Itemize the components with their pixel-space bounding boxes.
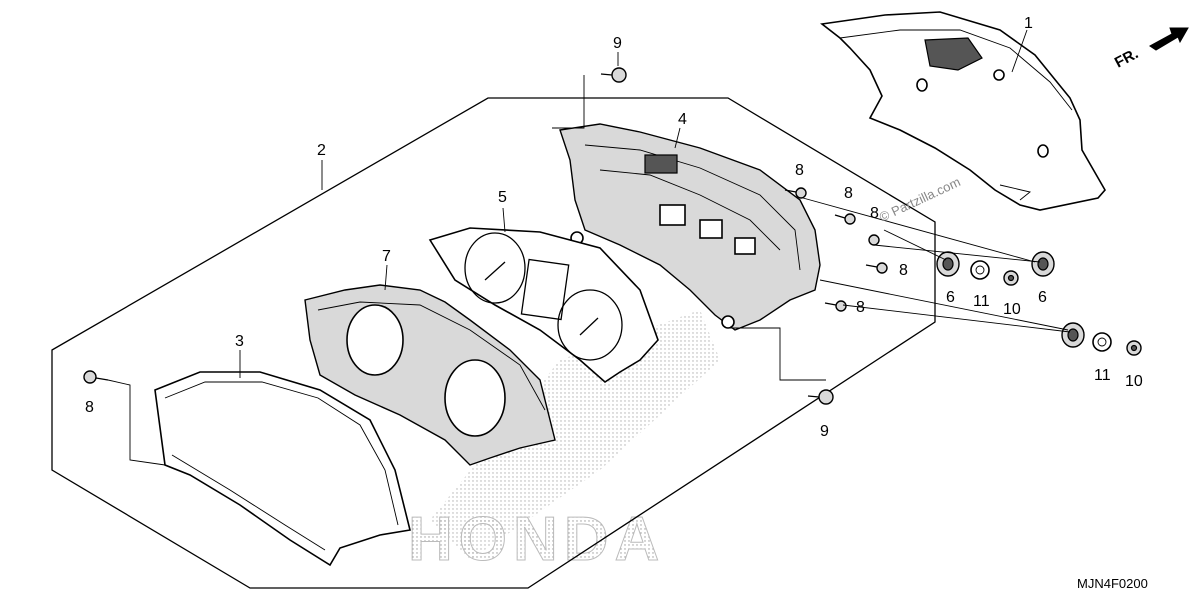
meter-frame-part [304,284,556,466]
assembly-outline [51,97,936,589]
brand-mark: HONDA [408,505,665,574]
callout-6: 6 [1038,289,1047,306]
front-direction-label: FR. [1112,45,1141,71]
front-direction-marker: FR. [1112,27,1189,72]
callout-10: 10 [1003,301,1021,318]
upper-cover-part [820,11,1106,211]
callout-3: 3 [235,333,244,350]
screw-part [1126,340,1142,356]
bolt-part [834,213,856,225]
callout-11: 11 [973,293,990,310]
bolt-part [868,234,880,246]
bolt-part [824,300,847,312]
callout-4: 4 [678,111,687,128]
callout-1: 1 [1024,15,1033,32]
watermark-text: © Partzilla.com [877,174,963,225]
callout-11: 11 [1094,367,1111,384]
grommet-part [936,251,960,277]
callout-5: 5 [498,189,507,206]
bolt-part [807,389,834,405]
meter-face-part [428,227,659,384]
screw-part [1003,270,1019,286]
callout-2: 2 [317,142,326,159]
instrument-case-part [559,123,821,331]
bolt-part [83,370,109,384]
collar-part [970,260,990,280]
callout-8: 8 [795,162,804,179]
mount-hole-icon [993,69,1005,81]
bolt-part [865,262,888,274]
mount-hole-icon [916,78,928,92]
callout-6: 6 [946,289,955,306]
mount-hole-icon [1037,144,1049,158]
callout-10: 10 [1125,373,1143,390]
dotted-shading [430,310,720,560]
grommet-part [1061,322,1085,348]
callout-8: 8 [856,299,865,316]
bolt-part [600,67,627,83]
drawing-code: MJN4F0200 [1077,576,1148,591]
connector-icon [644,154,678,174]
leader-lines [107,29,1071,466]
callout-8: 8 [844,185,853,202]
collar-part [1092,332,1112,352]
callout-9: 9 [820,423,829,440]
lens-part [154,371,411,567]
arrow-right-icon [1149,27,1189,51]
mount-hole-icon [721,315,735,329]
needle-icon [579,317,599,336]
grommet-part [1031,251,1055,277]
callout-9: 9 [613,35,622,52]
callout-8: 8 [85,399,94,416]
needle-icon [484,261,506,281]
callout-7: 7 [382,248,391,265]
bolt-part [784,187,807,199]
callout-8: 8 [899,262,908,279]
callout-8: 8 [870,205,879,222]
